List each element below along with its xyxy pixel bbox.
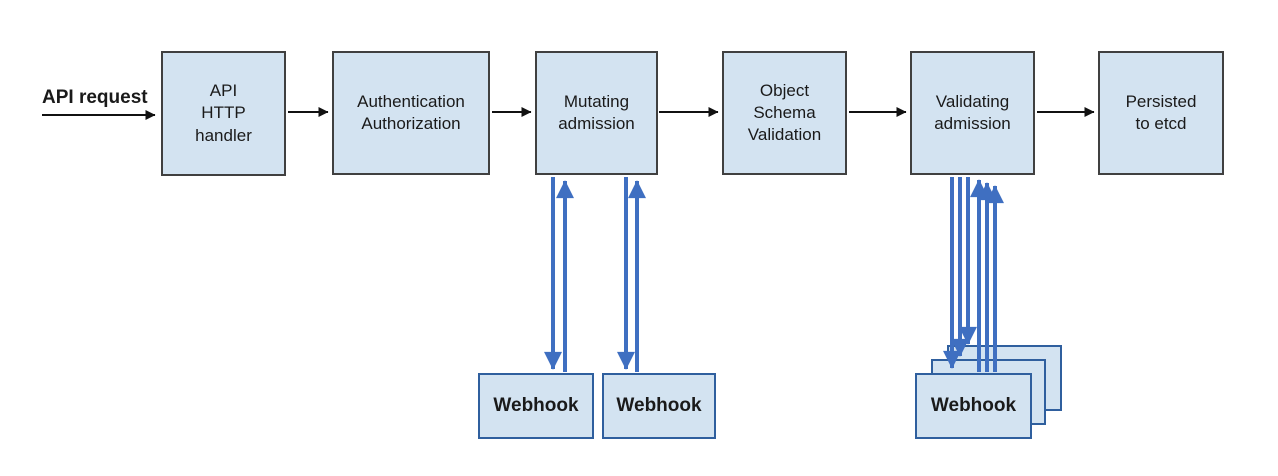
api-request-label: API request — [42, 87, 148, 108]
validating-webhook-front: Webhook — [915, 373, 1032, 439]
mutating-webhook-1: Webhook — [478, 373, 594, 439]
mutating-webhook-2: Webhook — [602, 373, 716, 439]
node-validating-admission: Validating admission — [910, 51, 1035, 175]
node-mutating-admission: Mutating admission — [535, 51, 658, 175]
node-authentication-authorization: Authentication Authorization — [332, 51, 490, 175]
node-api-http-handler: API HTTP handler — [161, 51, 286, 176]
node-object-schema-validation: Object Schema Validation — [722, 51, 847, 175]
node-persisted-to-etcd: Persisted to etcd — [1098, 51, 1224, 175]
